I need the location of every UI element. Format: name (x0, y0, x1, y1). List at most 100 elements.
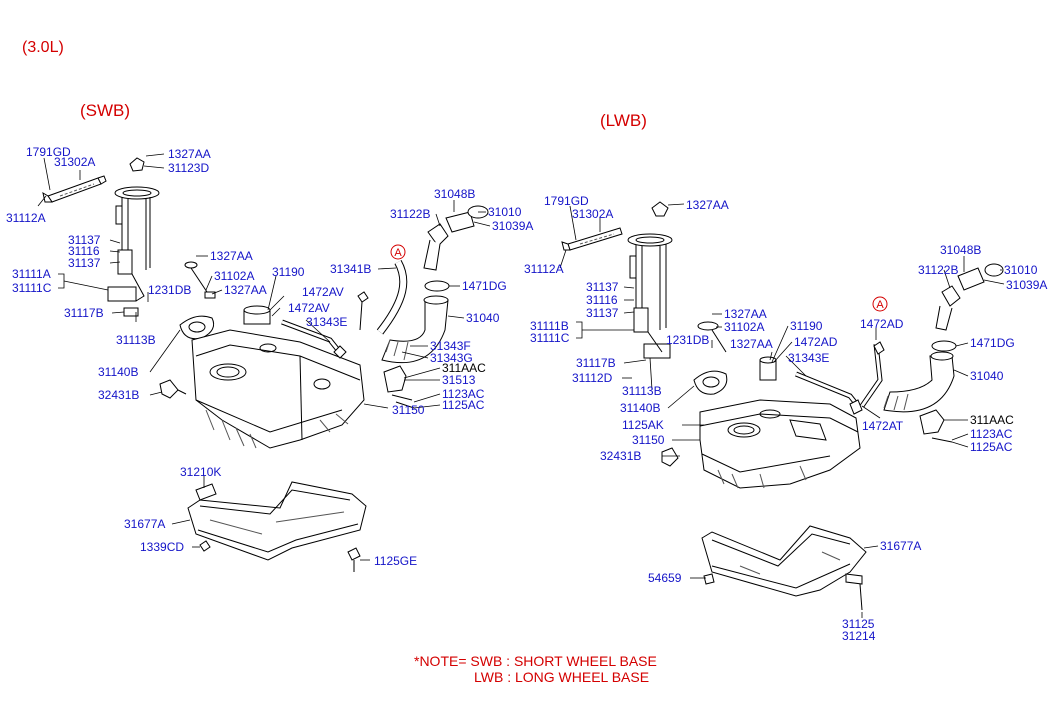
part-label[interactable]: 1125GE (374, 554, 417, 568)
part-label[interactable]: 31513 (442, 373, 476, 387)
part-label[interactable]: 1123AC (970, 427, 1013, 441)
part-label[interactable]: 31190 (272, 265, 305, 279)
part-label[interactable]: 1471DG (462, 279, 507, 293)
part-label[interactable]: 311AAC (442, 361, 486, 375)
part-label[interactable]: 31677A (124, 517, 165, 531)
part-label[interactable]: 31677A (880, 539, 921, 553)
part-label[interactable]: 31137 (586, 306, 619, 320)
part-label[interactable]: 1327AA (168, 147, 211, 161)
lwb-bracket-shape (919, 409, 953, 443)
part-label[interactable]: 31140B (620, 401, 660, 415)
part-label[interactable]: 31117B (64, 306, 104, 320)
part-label[interactable]: 1231DB (666, 333, 709, 347)
part-label[interactable]: 31302A (572, 207, 613, 221)
engine-heading: (3.0L) (22, 39, 64, 56)
lwb-drawing (561, 201, 1004, 611)
part-label[interactable]: 31048B (940, 243, 981, 257)
part-label[interactable]: 31150 (392, 403, 425, 417)
part-label[interactable]: 31210K (180, 465, 221, 479)
part-label[interactable]: 31111B (530, 319, 569, 333)
part-label[interactable]: 1472AD (794, 335, 838, 349)
lwb-marker-a: A (872, 296, 888, 312)
part-label[interactable]: 54659 (648, 571, 682, 585)
swb-part-labels: 1791GD 31302A 31112A 1327AA 31123D 31137… (6, 145, 533, 568)
part-label[interactable]: 1125AC (970, 440, 1013, 454)
part-label[interactable]: 1791GD (544, 194, 589, 208)
part-label[interactable]: 1472AV (302, 285, 344, 299)
swb-fuel-tank-shape (191, 329, 365, 449)
part-label[interactable]: 32431B (600, 449, 641, 463)
part-label[interactable]: 1327AA (730, 337, 773, 351)
part-label[interactable]: 1472AD (860, 317, 904, 331)
part-label[interactable]: 31137 (586, 280, 619, 294)
part-label[interactable]: 32431B (98, 388, 139, 402)
part-label[interactable]: 1123AC (442, 387, 485, 401)
part-label[interactable]: 31343F (430, 339, 471, 353)
part-label[interactable]: 31111C (530, 331, 570, 345)
part-label[interactable]: 1471DG (970, 336, 1015, 350)
part-label[interactable]: 31112A (524, 262, 564, 276)
swb-sender-shape (184, 261, 271, 325)
swb-breather-hose-shape (376, 260, 408, 335)
part-label[interactable]: 1472AV (288, 301, 330, 315)
part-label[interactable]: 31140B (98, 365, 138, 379)
lwb-heading: (LWB) (600, 111, 647, 130)
lwb-clip-shape (651, 201, 669, 217)
part-label[interactable]: 31302A (54, 155, 95, 169)
part-label[interactable]: 31102A (724, 320, 764, 334)
lwb-drain-plug-shape (661, 447, 679, 467)
part-label[interactable]: 1231DB (148, 283, 191, 297)
part-label[interactable]: 31341B (330, 262, 371, 276)
part-label[interactable]: 31111C (12, 281, 52, 295)
part-label[interactable]: 31190 (790, 319, 823, 333)
lwb-part-labels: 1791GD 31302A 31112A 1327AA 31137 31116 … (524, 194, 1047, 643)
part-label[interactable]: 31137 (68, 256, 101, 270)
part-label[interactable]: 31116 (68, 244, 100, 258)
swb-vent-hose-shape (281, 291, 369, 359)
part-label[interactable]: 31111A (12, 267, 51, 281)
swb-clip-shape (129, 157, 145, 172)
part-label[interactable]: 31125 (842, 617, 875, 631)
part-label[interactable]: 1327AA (686, 198, 729, 212)
part-label[interactable]: 31122B (918, 263, 958, 277)
part-label[interactable]: 31137 (68, 233, 101, 247)
part-label[interactable]: 31150 (632, 433, 665, 447)
note: *NOTE= SWB : SHORT WHEEL BASE LWB : LONG… (414, 653, 657, 685)
part-label[interactable]: 31040 (970, 369, 1004, 383)
note-line-1: *NOTE= SWB : SHORT WHEEL BASE (414, 653, 657, 669)
part-label[interactable]: 1791GD (26, 145, 71, 159)
part-label[interactable]: 311AAC (970, 413, 1014, 427)
part-label[interactable]: 1125AC (442, 398, 485, 412)
part-label[interactable]: 31102A (214, 269, 254, 283)
part-label[interactable]: 31010 (488, 205, 522, 219)
part-label[interactable]: 31343G (430, 351, 473, 365)
part-label[interactable]: 31039A (492, 219, 533, 233)
part-label[interactable]: 31123D (168, 161, 209, 175)
lwb-vent-hose-shape (795, 341, 885, 415)
part-label[interactable]: 1327AA (210, 249, 253, 263)
part-label[interactable]: 1125AK (622, 418, 664, 432)
part-label[interactable]: 1339CD (140, 540, 184, 554)
swb-drain-plug-shape (159, 379, 187, 399)
part-label[interactable]: 31113B (622, 384, 662, 398)
lwb-sender-shape (697, 321, 777, 381)
part-label[interactable]: 31343E (788, 351, 829, 365)
part-label[interactable]: 31117B (576, 356, 616, 370)
part-label[interactable]: 31343E (306, 315, 347, 329)
part-label[interactable]: 31112A (6, 211, 46, 225)
part-label[interactable]: 31112D (572, 371, 613, 385)
part-label[interactable]: 31040 (466, 311, 500, 325)
part-label[interactable]: 1327AA (724, 307, 767, 321)
part-label[interactable]: 31116 (586, 293, 618, 307)
lwb-pump-module-shape (627, 233, 673, 359)
part-label[interactable]: 31010 (1004, 263, 1038, 277)
part-label[interactable]: 31039A (1006, 278, 1047, 292)
leader-lines (37, 153, 1005, 618)
part-label[interactable]: 31122B (390, 207, 430, 221)
part-label[interactable]: 1327AA (224, 283, 267, 297)
part-label[interactable]: 31113B (116, 333, 156, 347)
part-label[interactable]: 31214 (842, 629, 876, 643)
part-label[interactable]: 31048B (434, 187, 475, 201)
part-label[interactable]: 1472AT (862, 419, 904, 433)
